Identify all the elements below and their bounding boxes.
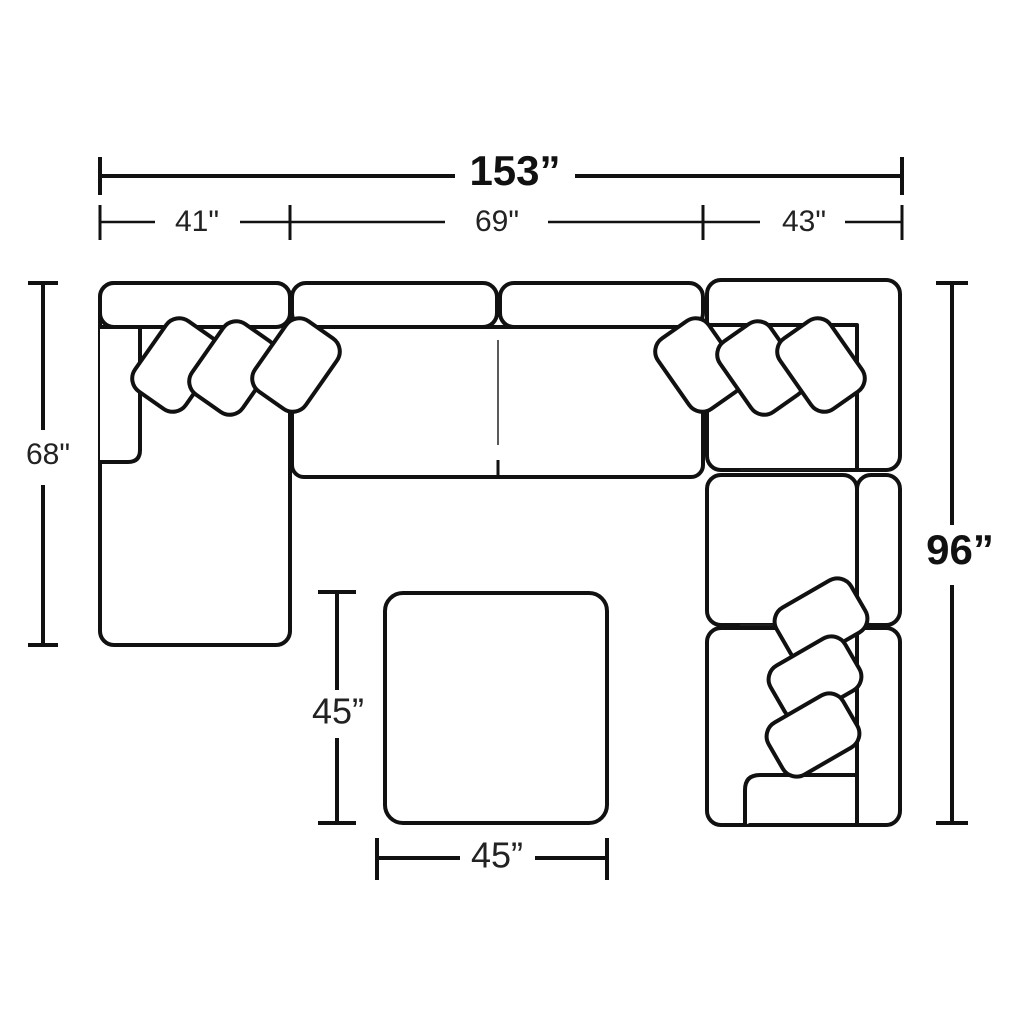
ottoman-depth-label: 45” [312,691,364,732]
left-depth-dimension: 68" [26,281,70,647]
pillow-icon [775,316,867,414]
right-depth-label: 96” [926,526,994,573]
section-width-dimensions: 41" 69" 43" [98,205,904,240]
left-depth-label: 68" [26,438,70,471]
left-width-label: 41" [175,205,219,238]
right-width-label: 43" [782,205,826,238]
middle-section [290,281,705,479]
overall-width-label: 153” [469,147,560,194]
pillow-icon [764,691,862,779]
ottoman-width-label: 45” [471,835,523,876]
overall-width-dimension: 153” [98,147,904,195]
ottoman-depth-dimension: 45” [312,590,364,825]
pillows [130,316,870,779]
pillow-icon [250,316,342,414]
right-depth-dimension: 96” [926,281,994,825]
ottoman-width-dimension: 45” [375,835,609,880]
middle-width-label: 69" [475,205,519,238]
ottoman [383,591,609,825]
